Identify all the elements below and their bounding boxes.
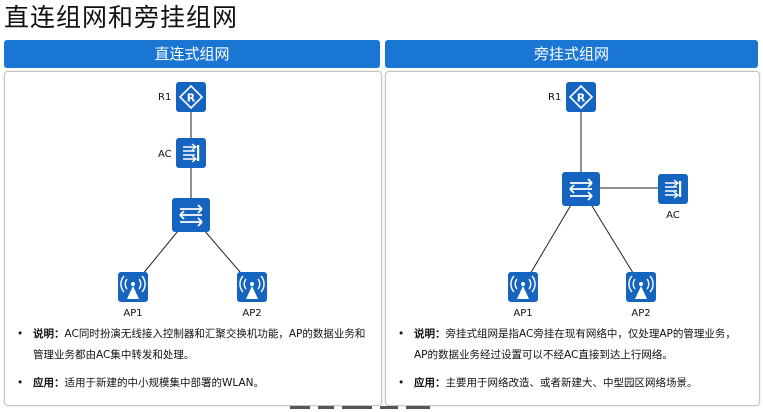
ac-label: AC bbox=[158, 149, 172, 160]
r1-label: R1 bbox=[548, 92, 561, 103]
svg-text:R: R bbox=[187, 92, 196, 105]
bullet-icon: • bbox=[17, 328, 24, 340]
note-term: 应用： bbox=[414, 377, 446, 389]
note-text: 旁挂式组网是指AC旁挂在现有网络中，仅处理AP的管理业务，AP的数据业务经过设置… bbox=[414, 328, 736, 361]
direct-networking-header: 直连式组网 bbox=[4, 40, 380, 68]
bypass-topology-diagram: R R1 AC AP1 bbox=[508, 82, 688, 319]
ap2-label: AP2 bbox=[242, 308, 261, 319]
note-term: 说明： bbox=[33, 328, 65, 340]
switch-icon bbox=[562, 172, 600, 206]
bypass-networking-panel: R R1 AC AP1 bbox=[385, 71, 760, 406]
direct-notes: • 说明：AC同时扮演无线接入控制器和汇聚交换机功能，AP的数据业务和管理业务都… bbox=[15, 324, 371, 401]
note-item: • 说明：AC同时扮演无线接入控制器和汇聚交换机功能，AP的数据业务和管理业务都… bbox=[15, 324, 371, 366]
bullet-icon: • bbox=[398, 328, 405, 340]
access-controller-icon bbox=[176, 138, 206, 168]
note-text: 主要用于网络改造、或者新建大、中型园区网络场景。 bbox=[445, 377, 698, 389]
ap1-label: AP1 bbox=[123, 308, 142, 319]
direct-networking-panel: R R1 AC AP1 bbox=[4, 71, 382, 406]
bullet-icon: • bbox=[398, 377, 405, 389]
ap2-label: AP2 bbox=[631, 308, 650, 319]
bullet-icon: • bbox=[17, 377, 24, 389]
access-point-icon bbox=[508, 272, 538, 302]
svg-text:R: R bbox=[577, 92, 586, 105]
access-point-icon bbox=[237, 272, 267, 302]
note-item: • 说明：旁挂式组网是指AC旁挂在现有网络中，仅处理AP的管理业务，AP的数据业… bbox=[396, 324, 749, 366]
direct-topology-diagram: R R1 AC AP1 bbox=[118, 82, 267, 319]
note-term: 说明： bbox=[414, 328, 446, 340]
r1-label: R1 bbox=[158, 92, 171, 103]
router-icon: R bbox=[566, 82, 596, 112]
note-text: 适用于新建的中小规模集中部署的WLAN。 bbox=[64, 377, 265, 389]
access-point-icon bbox=[626, 272, 656, 302]
access-controller-icon bbox=[658, 174, 688, 204]
page-title: 直连组网和旁挂组网 bbox=[4, 3, 239, 32]
ap1-label: AP1 bbox=[513, 308, 532, 319]
bypass-networking-header: 旁挂式组网 bbox=[385, 40, 758, 68]
switch-icon bbox=[172, 198, 210, 232]
ac-label: AC bbox=[666, 210, 680, 221]
cropped-text-artifact bbox=[290, 406, 490, 412]
bypass-notes: • 说明：旁挂式组网是指AC旁挂在现有网络中，仅处理AP的管理业务，AP的数据业… bbox=[396, 324, 749, 401]
note-item: • 应用：适用于新建的中小规模集中部署的WLAN。 bbox=[15, 373, 371, 394]
note-text: AC同时扮演无线接入控制器和汇聚交换机功能，AP的数据业务和管理业务都由AC集中… bbox=[33, 328, 366, 361]
note-item: • 应用：主要用于网络改造、或者新建大、中型园区网络场景。 bbox=[396, 373, 749, 394]
router-icon: R bbox=[176, 82, 206, 112]
note-term: 应用： bbox=[33, 377, 65, 389]
access-point-icon bbox=[118, 272, 148, 302]
